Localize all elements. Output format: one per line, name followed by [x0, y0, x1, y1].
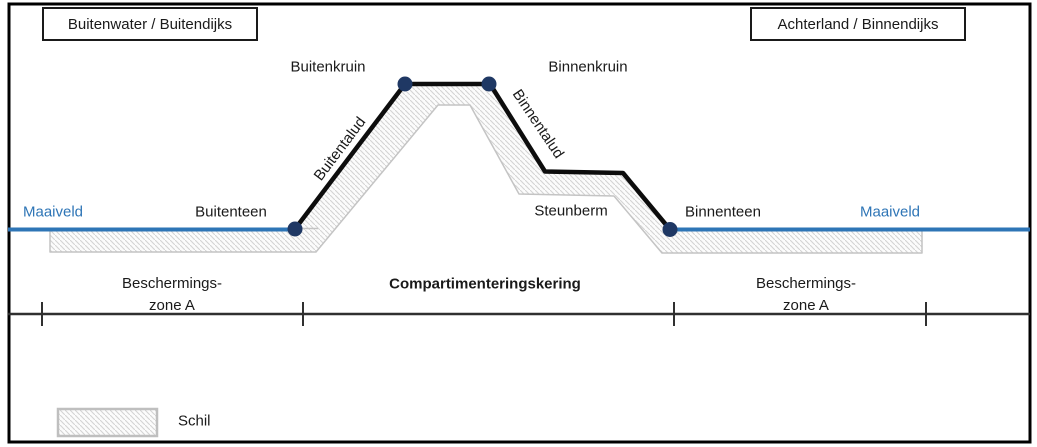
- binnenkruin-label: Binnenkruin: [548, 58, 628, 76]
- binnenteen-marker: [662, 222, 678, 237]
- achterland-box: Achterland / Binnendijks: [750, 7, 966, 41]
- binnenteen-label: Binnenteen: [685, 203, 761, 221]
- buitenkruin-label: Buitenkruin: [290, 58, 366, 76]
- legend-schil-label: Schil: [178, 412, 211, 430]
- beschermingszone-right-label: Beschermings- zone A: [756, 273, 856, 317]
- maaiveld-right-label: Maaiveld: [859, 203, 921, 221]
- buitenteen-marker: [287, 221, 303, 237]
- buitenkruin-marker: [397, 76, 413, 92]
- legend-schil-swatch: [56, 407, 159, 438]
- dike-outline: [292, 81, 673, 232]
- figure-frame: [7, 2, 1032, 444]
- buitenwater-label: Buitenwater / Buitendijks: [67, 15, 233, 33]
- maaiveld-left-label: Maaiveld: [22, 203, 84, 221]
- binnenkruin-marker: [481, 76, 497, 92]
- compartimenteringskering-label: Compartimenteringskering: [389, 275, 581, 293]
- buitenwater-box: Buitenwater / Buitendijks: [42, 7, 258, 41]
- achterland-label: Achterland / Binnendijks: [777, 15, 939, 33]
- beschermingszone-left-line1: Beschermings-: [121, 275, 223, 292]
- beschermingszone-right-line1: Beschermings-: [755, 275, 857, 292]
- buitenteen-label: Buitenteen: [195, 203, 267, 221]
- beschermingszone-right-line2: zone A: [783, 297, 829, 314]
- steunberm-label: Steunberm: [534, 202, 608, 220]
- beschermingszone-left-label: Beschermings- zone A: [122, 273, 222, 317]
- beschermingszone-left-line2: zone A: [149, 297, 195, 314]
